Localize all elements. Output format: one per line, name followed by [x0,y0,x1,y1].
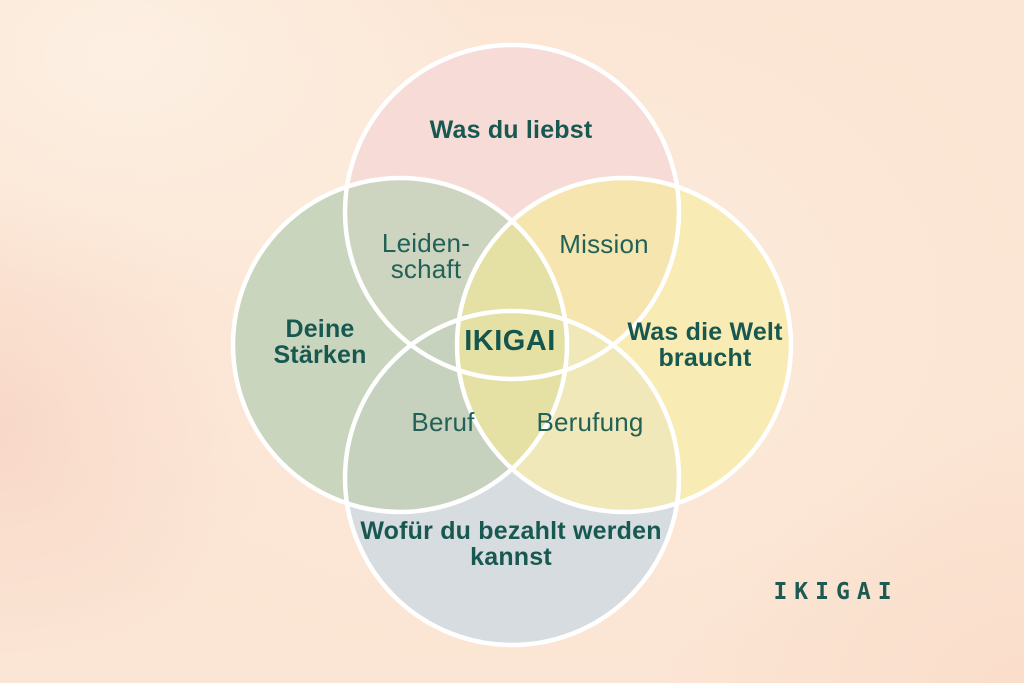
label-line: braucht [658,344,752,372]
label-line: Leiden- [381,228,471,258]
label-line: Stärken [273,341,367,369]
label-line: kannst [470,543,552,571]
label-line: Beruf [411,407,475,437]
label-was-du-liebst: Was du liebst [430,117,593,143]
label-line: schaft [390,254,462,284]
label-berufung: Berufung [536,409,643,435]
label-ikigai-center: IKIGAI [464,325,556,357]
label-line: Wofür du bezahlt werden [360,517,662,545]
label-line: Was du liebst [429,116,593,144]
ikigai-wordmark: IKIGAI [773,579,898,605]
label-was-die-welt-braucht: Was die Welt braucht [627,319,782,371]
label-line: Mission [559,229,649,259]
circle-outlines [230,42,794,648]
label-deine-staerken: Deine Stärken [273,316,366,368]
label-line: Was die Welt [627,318,783,346]
label-leidenschaft: Leiden- schaft [382,230,470,282]
region-ikigai-center [457,178,567,512]
label-wofuer-du-bezahlt-werden-kannst: Wofür du bezahlt werden kannst [360,518,661,570]
label-line: Berufung [536,407,644,437]
label-line: IKIGAI [464,325,556,357]
label-mission: Mission [559,231,649,257]
label-line: Deine [285,315,355,343]
label-beruf: Beruf [411,409,474,435]
label-line: IKIGAI [773,579,899,605]
